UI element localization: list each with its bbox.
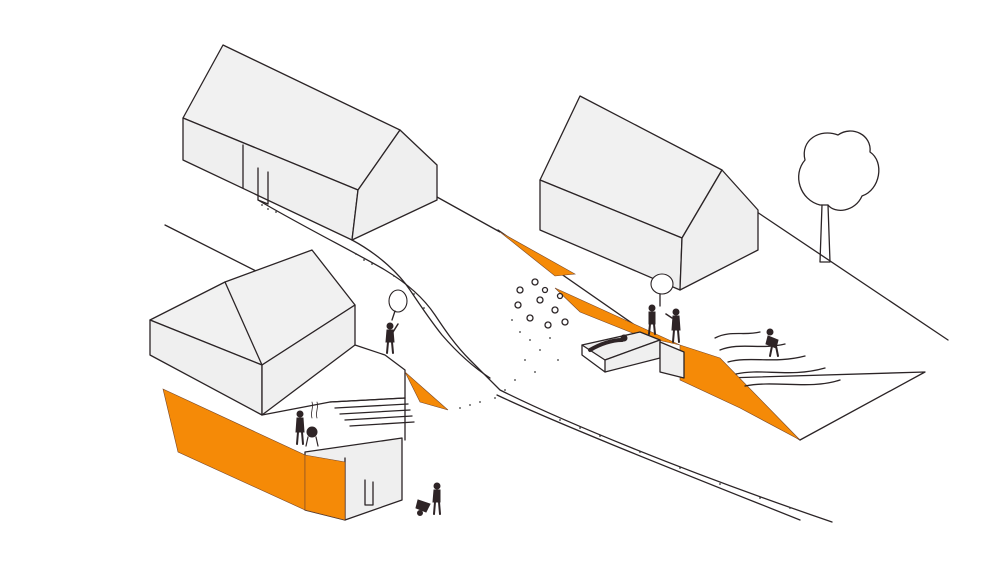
person-reclining <box>588 334 628 352</box>
person-gardening <box>765 328 779 357</box>
speech-bubble-left <box>388 289 408 321</box>
path-gravel <box>261 204 791 509</box>
house-top-right <box>539 95 759 291</box>
bench-platform <box>581 331 685 379</box>
slope-strip-top <box>499 231 576 277</box>
house-top-left <box>182 44 438 241</box>
speech-bubble-right <box>650 273 674 307</box>
tree <box>798 130 880 263</box>
person-grilling <box>295 401 319 447</box>
person-on-terrace <box>385 322 399 354</box>
stair-wedge <box>404 371 449 411</box>
retaining-wall-left <box>162 388 306 511</box>
person-with-wheelbarrow <box>415 482 441 516</box>
flower-scatter <box>459 278 569 409</box>
garden-rows <box>714 331 841 387</box>
house-lower-left <box>149 249 415 521</box>
terrace-side-panel <box>304 454 346 521</box>
person-standing-right <box>665 308 681 343</box>
person-standing-left <box>648 304 656 335</box>
